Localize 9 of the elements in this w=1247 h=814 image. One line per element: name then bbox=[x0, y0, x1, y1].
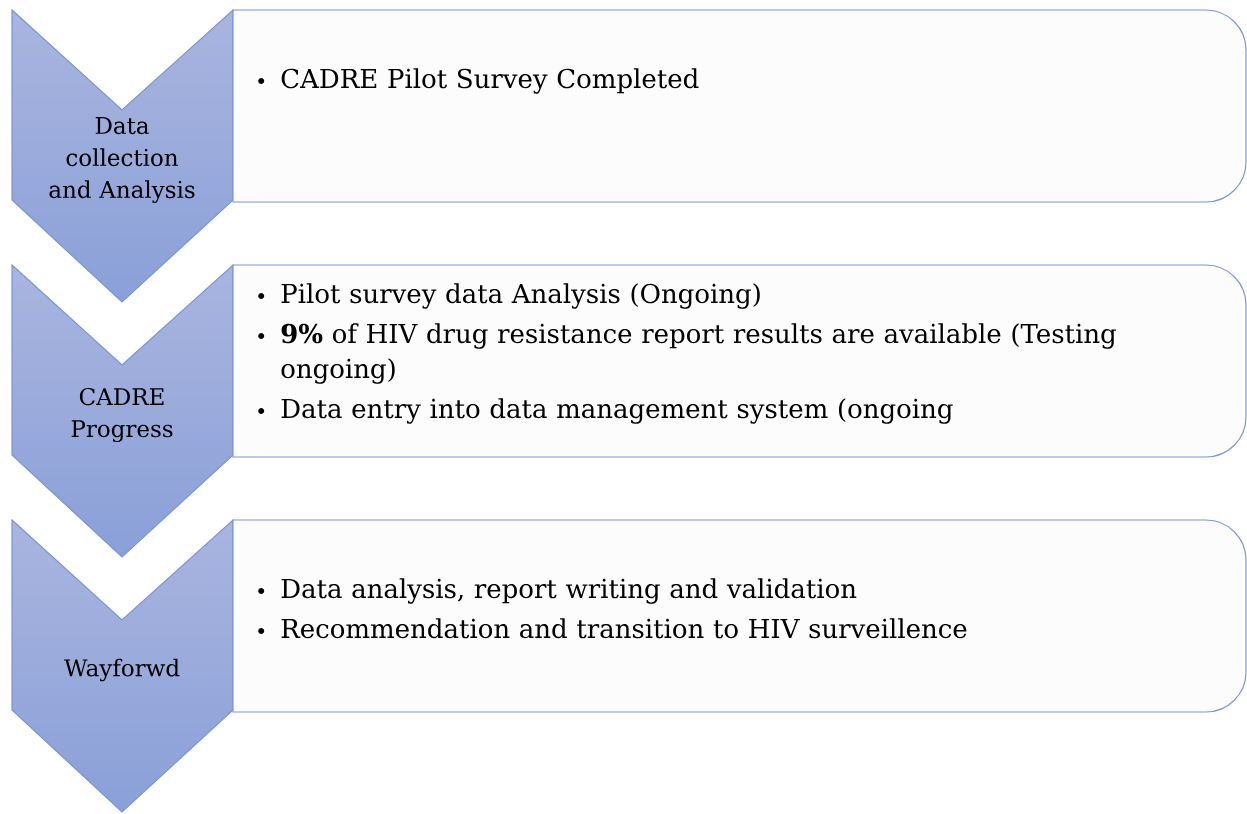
list-box bbox=[232, 264, 1247, 458]
list-box bbox=[232, 519, 1247, 713]
bullet-item: Data analysis, report writing and validation bbox=[281, 578, 857, 604]
bullet-item: Pilot survey data Analysis (Ongoing) bbox=[281, 283, 760, 309]
list-box bbox=[232, 9, 1247, 203]
bullet-item: Data entry into data management system (ongoing bbox=[281, 398, 953, 424]
bullet-item: 9% of HIV drug resistance report results are available (Testing ongoing) bbox=[281, 323, 1116, 384]
bullet-item: Recommendation and transition to HIV surveillence bbox=[281, 618, 967, 639]
bullet-item: CADRE Pilot Survey Completed bbox=[281, 68, 699, 94]
